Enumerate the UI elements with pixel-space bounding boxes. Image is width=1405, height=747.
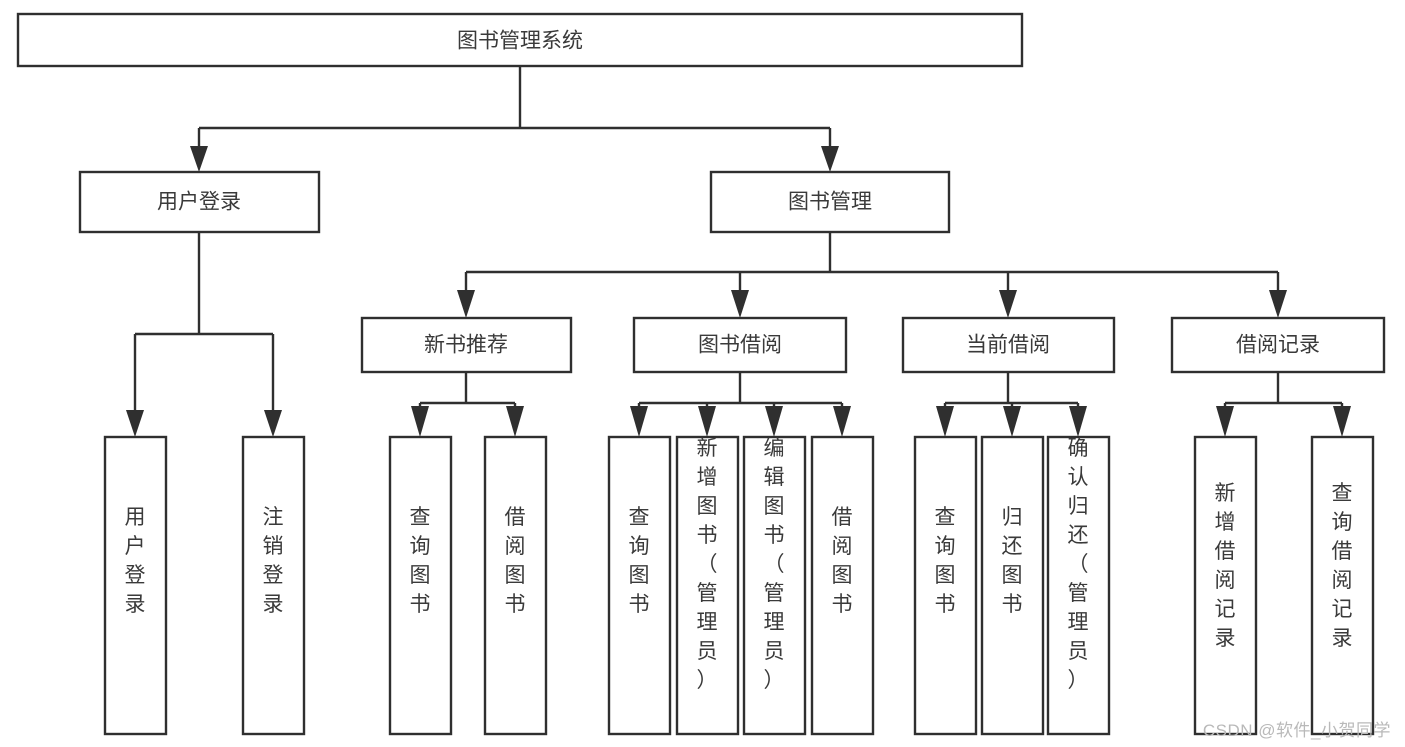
arrowhead-leaf-user-login bbox=[126, 410, 144, 437]
node-leaf-borrow-book-1-label: 借阅图书 bbox=[505, 506, 526, 616]
node-new-book-recommend[interactable]: 新书推荐 bbox=[360, 316, 573, 374]
arrowhead-new-book-recommend bbox=[457, 290, 475, 318]
node-leaf-logout-box[interactable] bbox=[241, 435, 306, 736]
node-leaf-borrow-book-2-label: 借阅图书 bbox=[832, 506, 853, 616]
node-book-borrow-box[interactable] bbox=[632, 316, 848, 374]
node-leaf-confirm-return-box[interactable] bbox=[1046, 435, 1111, 736]
node-leaf-query-book-3[interactable]: 查询图书 bbox=[913, 435, 978, 736]
arrowhead-user-login bbox=[190, 146, 208, 172]
node-borrow-record[interactable]: 借阅记录 bbox=[1170, 316, 1386, 374]
node-leaf-add-book-label: 新增图书（管理员） bbox=[697, 437, 718, 692]
node-leaf-query-record[interactable]: 查询借阅记录 bbox=[1310, 435, 1375, 736]
node-leaf-return-book-box[interactable] bbox=[980, 435, 1045, 736]
node-leaf-confirm-return[interactable]: 确认归还（管理员） bbox=[1046, 435, 1111, 736]
node-current-borrow[interactable]: 当前借阅 bbox=[901, 316, 1116, 374]
node-current-borrow-label: 当前借阅 bbox=[966, 334, 1050, 357]
arrowhead-leaf-add-record bbox=[1216, 406, 1234, 437]
node-book-borrow[interactable]: 图书借阅 bbox=[632, 316, 848, 374]
node-leaf-query-book-2-label: 查询图书 bbox=[629, 506, 650, 616]
connector-layer bbox=[126, 66, 1351, 437]
node-leaf-edit-book-box[interactable] bbox=[742, 435, 807, 736]
node-book-management[interactable]: 图书管理 bbox=[709, 170, 951, 234]
node-root-box[interactable] bbox=[16, 12, 1024, 68]
node-book-borrow-label: 图书借阅 bbox=[698, 334, 782, 357]
arrowhead-leaf-return-book bbox=[1003, 406, 1021, 437]
node-leaf-add-record-label: 新增借阅记录 bbox=[1215, 482, 1236, 650]
node-root[interactable]: 图书管理系统 bbox=[16, 12, 1024, 68]
node-current-borrow-box[interactable] bbox=[901, 316, 1116, 374]
node-leaf-borrow-book-1[interactable]: 借阅图书 bbox=[483, 435, 548, 736]
node-borrow-record-box[interactable] bbox=[1170, 316, 1386, 374]
node-leaf-logout[interactable]: 注销登录 bbox=[241, 435, 306, 736]
node-book-management-box[interactable] bbox=[709, 170, 951, 234]
node-leaf-confirm-return-label: 确认归还（管理员） bbox=[1068, 437, 1089, 692]
node-leaf-add-record-box[interactable] bbox=[1193, 435, 1258, 736]
arrowhead-book-borrow bbox=[731, 290, 749, 318]
node-leaf-add-book[interactable]: 新增图书（管理员） bbox=[675, 435, 740, 736]
arrowhead-leaf-query-book-2 bbox=[630, 406, 648, 437]
node-leaf-query-record-box[interactable] bbox=[1310, 435, 1375, 736]
node-leaf-query-book-3-label: 查询图书 bbox=[935, 506, 956, 616]
arrowhead-borrow-record bbox=[1269, 290, 1287, 318]
node-leaf-user-login-box[interactable] bbox=[103, 435, 168, 736]
arrowhead-leaf-borrow-book-2 bbox=[833, 406, 851, 437]
node-leaf-query-book-1[interactable]: 查询图书 bbox=[388, 435, 453, 736]
node-leaf-borrow-book-1-box[interactable] bbox=[483, 435, 548, 736]
arrowhead-leaf-borrow-book-1 bbox=[506, 406, 524, 437]
arrowhead-current-borrow bbox=[999, 290, 1017, 318]
node-new-book-recommend-box[interactable] bbox=[360, 316, 573, 374]
arrowhead-leaf-logout bbox=[264, 410, 282, 437]
node-new-book-recommend-label: 新书推荐 bbox=[424, 334, 508, 357]
node-leaf-logout-label: 注销登录 bbox=[263, 506, 284, 616]
arrowhead-leaf-confirm-return bbox=[1069, 406, 1087, 437]
node-leaf-return-book[interactable]: 归还图书 bbox=[980, 435, 1045, 736]
arrowhead-leaf-query-book-1 bbox=[411, 406, 429, 437]
node-leaf-add-book-box[interactable] bbox=[675, 435, 740, 736]
node-leaf-borrow-book-2-box[interactable] bbox=[810, 435, 875, 736]
arrowhead-book-management bbox=[821, 146, 839, 172]
arrowhead-leaf-edit-book bbox=[765, 406, 783, 437]
arrowhead-leaf-query-record bbox=[1333, 406, 1351, 437]
node-user-login-label: 用户登录 bbox=[157, 191, 241, 214]
node-leaf-query-book-2-box[interactable] bbox=[607, 435, 672, 736]
node-leaf-query-book-2[interactable]: 查询图书 bbox=[607, 435, 672, 736]
node-leaf-user-login[interactable]: 用户登录 bbox=[103, 435, 168, 736]
node-leaf-query-book-3-box[interactable] bbox=[913, 435, 978, 736]
node-user-login[interactable]: 用户登录 bbox=[78, 170, 321, 234]
node-leaf-user-login-label: 用户登录 bbox=[125, 506, 146, 616]
node-leaf-query-record-label: 查询借阅记录 bbox=[1332, 482, 1353, 650]
node-leaf-return-book-label: 归还图书 bbox=[1002, 506, 1023, 616]
node-book-management-label: 图书管理 bbox=[788, 191, 872, 214]
node-leaf-edit-book-label: 编辑图书（管理员） bbox=[764, 437, 785, 692]
arrowhead-leaf-query-book-3 bbox=[936, 406, 954, 437]
arrowhead-leaf-add-book bbox=[698, 406, 716, 437]
node-leaf-edit-book[interactable]: 编辑图书（管理员） bbox=[742, 435, 807, 736]
node-borrow-record-label: 借阅记录 bbox=[1236, 334, 1320, 357]
node-leaf-borrow-book-2[interactable]: 借阅图书 bbox=[810, 435, 875, 736]
node-leaf-query-book-1-box[interactable] bbox=[388, 435, 453, 736]
node-leaf-query-book-1-label: 查询图书 bbox=[410, 506, 431, 616]
node-root-label: 图书管理系统 bbox=[457, 30, 583, 53]
node-leaf-add-record[interactable]: 新增借阅记录 bbox=[1193, 435, 1258, 736]
node-user-login-box[interactable] bbox=[78, 170, 321, 234]
